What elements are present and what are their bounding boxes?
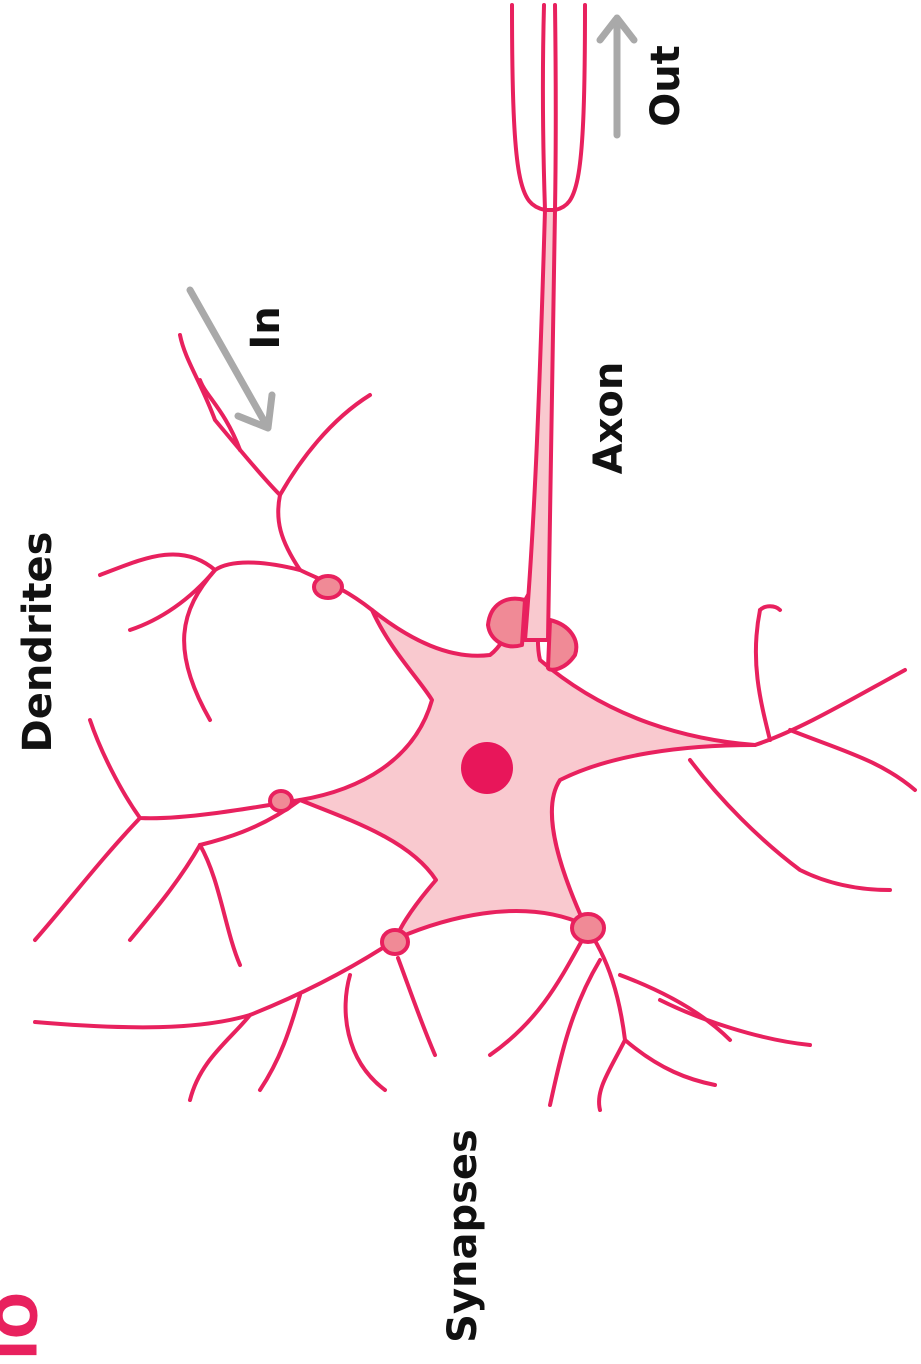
axon-branch-mid [543, 5, 545, 210]
dendrite-branch [280, 395, 370, 495]
axon-branch-right [555, 5, 585, 210]
dendrite-branch [346, 975, 385, 1090]
dendrite-lower-left [35, 938, 398, 1027]
synapse [548, 620, 576, 670]
synapse [314, 576, 342, 598]
dendrite-right [755, 670, 905, 745]
dendrite-branch [100, 554, 300, 575]
dendrite-branch [760, 606, 780, 610]
dendrite-branch [690, 760, 890, 890]
synapse [270, 791, 292, 811]
corner-label: IO [0, 1292, 51, 1360]
dendrite-branch [184, 570, 215, 720]
dendrite-branch [130, 845, 200, 940]
axon-branch-mid2 [555, 5, 556, 210]
dendrite-branch [756, 610, 770, 740]
dendrite-branch [130, 570, 215, 630]
dendrite-upper-left [180, 335, 372, 610]
axon-branch-left [512, 5, 545, 210]
synapses-label: Synapses [440, 1129, 486, 1343]
synapse [488, 599, 525, 647]
synapse [572, 914, 604, 942]
axon-label: Axon [586, 362, 632, 475]
dendrite-branch [35, 818, 140, 940]
dendrite-branch [200, 845, 240, 965]
out-arrow [600, 18, 634, 135]
nucleus [461, 742, 513, 794]
dendrites-label: Dendrites [15, 532, 61, 753]
dendrite-branch [490, 935, 585, 1055]
dendrite-branch [790, 730, 915, 790]
dendrite-branch [599, 1040, 625, 1110]
dendrite-branch [200, 380, 240, 450]
axon-shaft [525, 210, 555, 640]
in-label: In [243, 306, 289, 349]
synapse [382, 930, 408, 954]
dendrite-lower-right [585, 925, 715, 1085]
dendrite-branch [398, 958, 435, 1055]
dendrite-branch [190, 1015, 250, 1100]
out-label: Out [643, 45, 689, 127]
dendrite-branch [660, 1000, 810, 1045]
